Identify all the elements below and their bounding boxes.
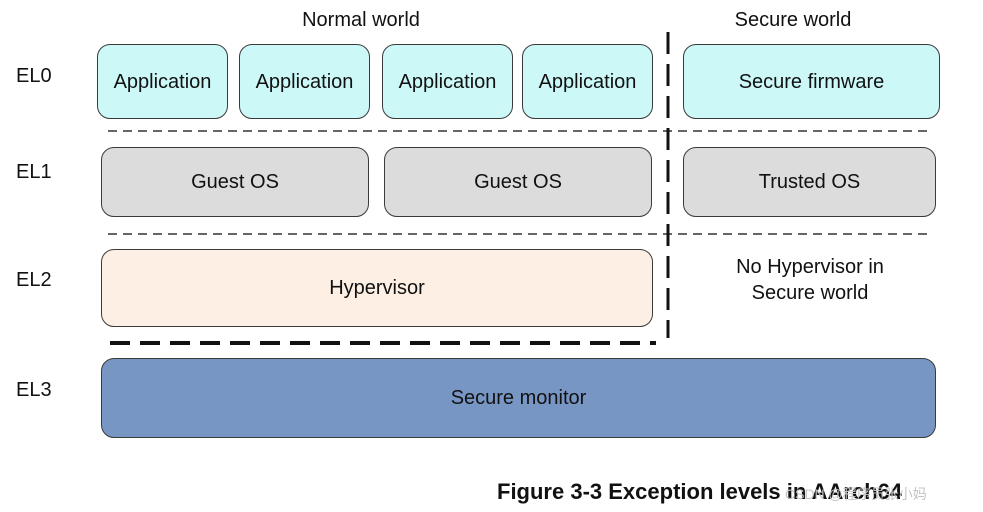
hypervisor-box: Hypervisor (101, 249, 653, 327)
no-hypervisor-line-2: Secure world (751, 282, 869, 304)
el0-label: EL0 (16, 65, 52, 87)
application-box-2: Application (239, 44, 370, 119)
figure-caption: Figure 3-3 Exception levels in AArch64 (497, 479, 903, 504)
no-hypervisor-line-1: No Hypervisor in (736, 256, 884, 278)
secure-firmware-box: Secure firmware (683, 44, 940, 119)
csdn-watermark: CSDN @程序员张小妈 (785, 486, 927, 502)
normal-world-heading: Normal world (302, 9, 420, 31)
guest-os-box-2: Guest OS (384, 147, 652, 217)
secure-monitor-box: Secure monitor (101, 358, 936, 438)
application-box-4: Application (522, 44, 653, 119)
application-box-1: Application (97, 44, 228, 119)
application-box-3: Application (382, 44, 513, 119)
secure-world-heading: Secure world (734, 9, 852, 31)
el2-label: EL2 (16, 269, 52, 291)
no-hypervisor-note: No Hypervisor in Secure world (700, 254, 920, 306)
trusted-os-box: Trusted OS (683, 147, 936, 217)
guest-os-box-1: Guest OS (101, 147, 369, 217)
el3-label: EL3 (16, 379, 52, 401)
el1-label: EL1 (16, 161, 52, 183)
